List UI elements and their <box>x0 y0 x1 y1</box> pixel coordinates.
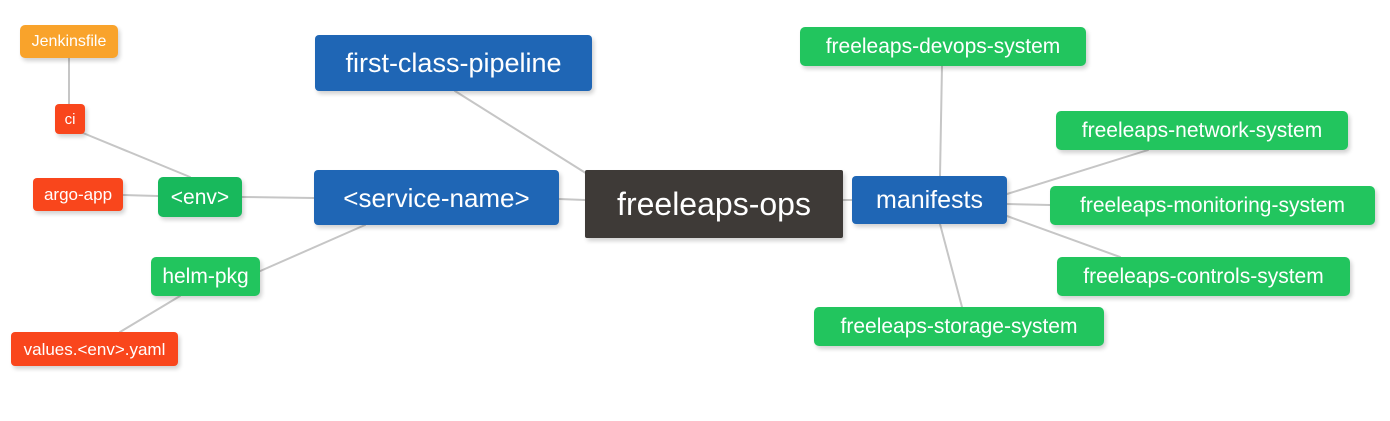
node-label-manifests: manifests <box>876 185 983 214</box>
node-argo-app[interactable]: argo-app <box>33 178 123 211</box>
node-label-jenkinsfile: Jenkinsfile <box>31 32 107 50</box>
node-storage-system[interactable]: freeleaps-storage-system <box>814 307 1104 346</box>
node-label-network-system: freeleaps-network-system <box>1081 119 1323 142</box>
node-monitoring-system[interactable]: freeleaps-monitoring-system <box>1050 186 1375 225</box>
node-devops-system[interactable]: freeleaps-devops-system <box>800 27 1086 66</box>
node-label-root: freeleaps-ops <box>617 186 811 222</box>
node-root[interactable]: freeleaps-ops <box>585 170 843 238</box>
node-jenkinsfile[interactable]: Jenkinsfile <box>20 25 118 58</box>
node-label-monitoring-system: freeleaps-monitoring-system <box>1080 194 1345 217</box>
node-label-first-class-pipeline: first-class-pipeline <box>345 47 562 78</box>
node-controls-system[interactable]: freeleaps-controls-system <box>1057 257 1350 296</box>
node-label-service-name: <service-name> <box>343 182 530 213</box>
node-network-system[interactable]: freeleaps-network-system <box>1056 111 1348 150</box>
node-label-controls-system: freeleaps-controls-system <box>1083 265 1324 288</box>
node-label-storage-system: freeleaps-storage-system <box>840 315 1078 338</box>
node-helm-pkg[interactable]: helm-pkg <box>151 257 260 296</box>
node-label-devops-system: freeleaps-devops-system <box>825 35 1061 58</box>
node-env[interactable]: <env> <box>158 177 242 217</box>
node-label-argo-app: argo-app <box>43 185 113 204</box>
node-label-values-yaml: values.<env>.yaml <box>23 339 166 359</box>
node-label-ci: ci <box>64 110 76 128</box>
node-first-class-pipeline[interactable]: first-class-pipeline <box>315 35 592 91</box>
node-label-env: <env> <box>170 185 230 209</box>
node-manifests[interactable]: manifests <box>852 176 1007 224</box>
node-label-helm-pkg: helm-pkg <box>162 265 249 288</box>
node-values-yaml[interactable]: values.<env>.yaml <box>11 332 178 366</box>
node-service-name[interactable]: <service-name> <box>314 170 559 225</box>
node-ci[interactable]: ci <box>55 104 85 134</box>
